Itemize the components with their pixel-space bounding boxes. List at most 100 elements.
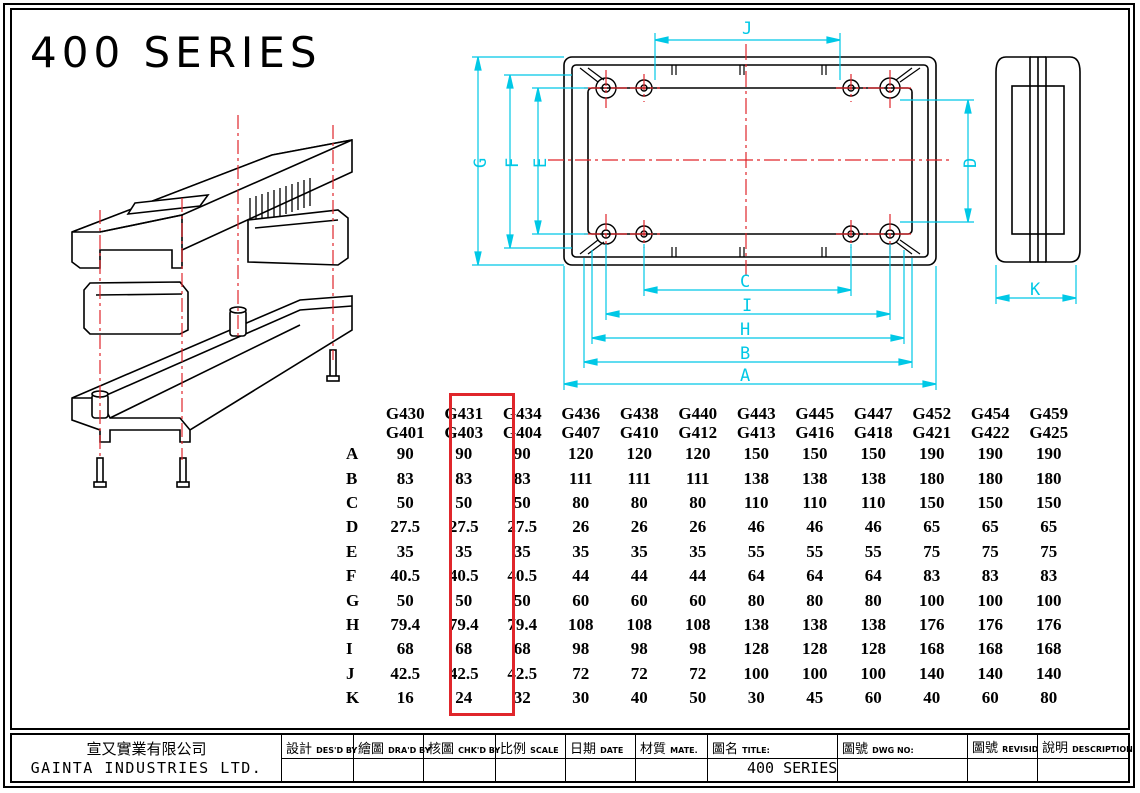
table-cell: 42.5 bbox=[390, 663, 421, 683]
field-label-en: REVISID bbox=[1002, 745, 1039, 754]
table-cell: 138 bbox=[743, 614, 770, 634]
checked-by-cell: 核圖 CHK'D BY bbox=[424, 735, 500, 781]
table-cell: 64 bbox=[747, 566, 765, 586]
table-cell: 180 bbox=[977, 468, 1004, 488]
table-cell: 110 bbox=[860, 492, 886, 512]
field-label-en: DESCRIPTION bbox=[1072, 745, 1133, 754]
model-header: G418 bbox=[853, 423, 893, 442]
table-cell: 128 bbox=[743, 639, 770, 659]
table-cell: 72 bbox=[630, 663, 648, 683]
row-label: C bbox=[346, 492, 359, 512]
table-cell: 83 bbox=[1040, 566, 1058, 586]
dim-label-b: B bbox=[740, 344, 750, 364]
dim-label-f: F bbox=[503, 158, 523, 168]
field-label-en: SCALE bbox=[530, 746, 559, 755]
table-cell: 108 bbox=[685, 614, 711, 634]
table-cell: 80 bbox=[747, 590, 765, 610]
side-view bbox=[995, 56, 1081, 263]
row-label: G bbox=[346, 590, 360, 610]
model-header: G452 bbox=[912, 404, 952, 423]
table-cell: 138 bbox=[743, 468, 770, 488]
table-cell: 50 bbox=[455, 590, 473, 610]
dimension-lines bbox=[472, 33, 1077, 390]
table-cell: 120 bbox=[626, 444, 653, 464]
dim-label-k: K bbox=[1030, 280, 1041, 300]
field-label-zh: 材質 bbox=[640, 742, 667, 757]
table-cell: 60 bbox=[981, 688, 999, 708]
top-view bbox=[563, 56, 937, 266]
table-cell: 60 bbox=[864, 688, 882, 708]
table-cell: 150 bbox=[919, 492, 945, 512]
table-cell: 68 bbox=[513, 639, 531, 659]
model-header: G447 bbox=[853, 404, 893, 423]
table-cell: 100 bbox=[977, 590, 1004, 610]
row-label: I bbox=[346, 639, 353, 659]
table-cell: 60 bbox=[630, 590, 648, 610]
table-cell: 50 bbox=[396, 590, 414, 610]
field-label-en: DATE bbox=[600, 746, 624, 755]
table-cell: 40.5 bbox=[448, 566, 479, 586]
table-cell: 128 bbox=[860, 639, 887, 659]
table-cell: 75 bbox=[923, 541, 941, 561]
model-header: G422 bbox=[970, 423, 1010, 442]
dimension-table: G430 G431 G434 G436 G438 G440 G443 G445 … bbox=[340, 404, 1078, 710]
table-cell: 98 bbox=[630, 639, 648, 659]
company-cell: 宣又實業有限公司 GAINTA INDUSTRIES LTD. bbox=[12, 735, 282, 781]
field-label-zh: 核圖 bbox=[428, 742, 455, 757]
highlight-box bbox=[449, 393, 515, 716]
table-cell: 150 bbox=[743, 444, 770, 464]
field-label-en: DRA'D BY bbox=[388, 746, 431, 755]
isometric-exploded-view bbox=[71, 139, 353, 488]
table-cell: 180 bbox=[1036, 468, 1062, 488]
table-cell: 50 bbox=[513, 590, 531, 610]
table-cell: 42.5 bbox=[448, 663, 479, 683]
drawing-frame-outer bbox=[3, 3, 1135, 788]
table-cell: 35 bbox=[630, 541, 648, 561]
title-block-divider bbox=[282, 758, 1128, 759]
company-name-en: GAINTA INDUSTRIES LTD. bbox=[30, 759, 263, 777]
table-cell: 90 bbox=[455, 444, 473, 464]
table-cell: 168 bbox=[977, 639, 1004, 659]
table-cell: 100 bbox=[743, 663, 770, 683]
table-cell: 65 bbox=[1040, 517, 1058, 537]
model-header: G431 bbox=[444, 404, 484, 423]
field-label-en: MATE. bbox=[670, 746, 698, 755]
table-cell: 55 bbox=[806, 541, 824, 561]
table-cell: 75 bbox=[981, 541, 999, 561]
dim-label-e: E bbox=[531, 158, 551, 168]
table-cell: 128 bbox=[802, 639, 828, 659]
table-cell: 27.5 bbox=[448, 517, 479, 537]
table-cell: 111 bbox=[627, 468, 652, 488]
model-header: G438 bbox=[619, 404, 659, 423]
table-cell: 35 bbox=[513, 541, 531, 561]
designed-by-cell: 設計 DES'D BY bbox=[282, 735, 357, 781]
table-cell: 40 bbox=[923, 688, 941, 708]
drawing-frame-inner bbox=[10, 8, 1130, 730]
dim-label-c: C bbox=[740, 272, 750, 292]
table-cell: 168 bbox=[1036, 639, 1062, 659]
model-header: G416 bbox=[795, 423, 835, 442]
table-cell: 50 bbox=[689, 688, 707, 708]
table-cell: 83 bbox=[455, 468, 473, 488]
field-label-en: DWG NO: bbox=[872, 746, 914, 755]
table-cell: 190 bbox=[919, 444, 945, 464]
model-header: G421 bbox=[912, 423, 952, 442]
table-cell: 168 bbox=[919, 639, 945, 659]
drawn-by-cell: 繪圖 DRA'D BY bbox=[354, 735, 430, 781]
table-header-row-top: G430 G431 G434 G436 G438 G440 G443 G445 … bbox=[340, 404, 1078, 423]
field-label-en: TITLE: bbox=[742, 746, 770, 755]
table-cell: 100 bbox=[860, 663, 887, 683]
field-label-zh: 設計 bbox=[286, 742, 313, 757]
table-cell: 16 bbox=[396, 688, 414, 708]
table-cell: 100 bbox=[919, 590, 945, 610]
model-header: G454 bbox=[970, 404, 1010, 423]
model-header: G407 bbox=[561, 423, 601, 442]
